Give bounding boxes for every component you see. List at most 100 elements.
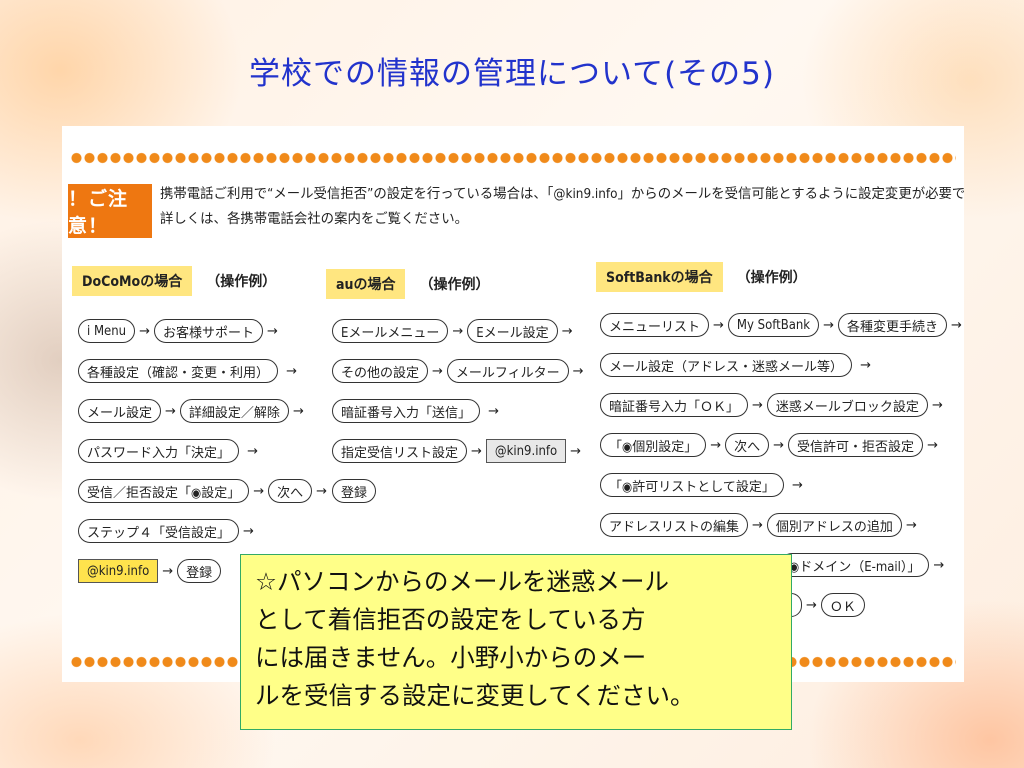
- docomo-step-row: ステップ４「受信設定」→: [78, 518, 331, 544]
- notice-line-2: として着信拒否の設定をしている方: [255, 605, 646, 634]
- docomo-note: （操作例）: [206, 274, 277, 290]
- softbank-note: （操作例）: [736, 270, 807, 286]
- docomo-step-row: パスワード入力「決定」 →: [78, 438, 331, 464]
- notice-line-1: ☆パソコンからのメールを迷惑メール: [255, 567, 669, 596]
- au-step-register[interactable]: 登録: [332, 479, 377, 503]
- softbank-step-spam-block[interactable]: 迷惑メールブロック設定: [766, 393, 928, 417]
- arrow-right-icon: →: [282, 363, 298, 379]
- au-step-pin[interactable]: 暗証番号入力「送信」: [332, 399, 481, 423]
- softbank-label: SoftBankの場合: [596, 262, 723, 292]
- au-step-email-settings[interactable]: Eメール設定: [467, 319, 558, 343]
- arrow-right-icon: →: [752, 397, 763, 413]
- arrow-right-icon: →: [253, 483, 265, 499]
- arrow-right-icon: →: [162, 563, 174, 579]
- softbank-step-row: メール設定（アドレス・迷惑メール等） →: [600, 352, 964, 378]
- softbank-step-row: ◉ドメイン（E-mail）」→: [600, 552, 964, 578]
- au-step-row: Eメールメニュー→ Eメール設定→: [332, 318, 588, 344]
- au-step-mail-filter[interactable]: メールフィルター: [446, 359, 569, 383]
- docomo-step-row: i Menu→ お客様サポート→: [78, 318, 331, 344]
- docomo-step-support[interactable]: お客様サポート: [154, 319, 264, 343]
- docomo-step-row: 受信／拒否設定「◉設定」→ 次へ→: [78, 478, 331, 504]
- softbank-step-address-list[interactable]: アドレスリストの編集: [600, 513, 749, 537]
- softbank-step-menu-list[interactable]: メニューリスト: [600, 313, 710, 337]
- caution-text: 携帯電話ご利用で“メール受信拒否”の設定を行っている場合は、「@kin9.inf…: [160, 182, 964, 232]
- docomo-header: DoCoMoの場合 （操作例）: [72, 266, 276, 296]
- arrow-right-icon: →: [752, 517, 763, 533]
- softbank-step-row: メニューリスト→ My SoftBank→ 各種変更手続き→: [600, 312, 964, 338]
- arrow-right-icon: →: [710, 437, 722, 453]
- arrow-right-icon: →: [905, 517, 917, 533]
- au-step-email-menu[interactable]: Eメールメニュー: [332, 319, 449, 343]
- caution-badge: ！ご注意！: [68, 184, 152, 238]
- docomo-label: DoCoMoの場合: [72, 266, 193, 296]
- arrow-right-icon: →: [773, 437, 785, 453]
- softbank-steps: メニューリスト→ My SoftBank→ 各種変更手続き→ メール設定（アドレ…: [600, 312, 964, 632]
- docomo-step-step4[interactable]: ステップ４「受信設定」: [78, 519, 240, 543]
- slide-title: 学校での情報の管理について(その5): [249, 56, 775, 92]
- arrow-right-icon: →: [471, 443, 482, 459]
- arrow-right-icon: →: [931, 397, 943, 413]
- docomo-step-password[interactable]: パスワード入力「決定」: [78, 439, 240, 463]
- docomo-step-settings[interactable]: 各種設定（確認・変更・利用）: [78, 359, 279, 383]
- au-label: auの場合: [326, 269, 406, 299]
- docomo-step-receive-reject[interactable]: 受信／拒否設定「◉設定」: [78, 479, 250, 503]
- softbank-step-add-address[interactable]: 個別アドレスの追加: [766, 513, 902, 537]
- au-note: （操作例）: [419, 277, 490, 293]
- docomo-step-register[interactable]: 登録: [177, 559, 222, 583]
- arrow-right-icon: →: [823, 317, 834, 333]
- softbank-step-row: アドレスリストの編集→ 個別アドレスの追加→: [600, 512, 964, 538]
- au-step-domain[interactable]: @kin9.info: [485, 439, 567, 463]
- softbank-step-row: 「◉許可リストとして設定」 →: [600, 472, 964, 498]
- au-step-row: 登録: [332, 478, 588, 504]
- arrow-right-icon: →: [933, 557, 945, 573]
- softbank-step-my-softbank[interactable]: My SoftBank: [727, 313, 820, 337]
- softbank-step-individual[interactable]: 「◉個別設定」: [600, 433, 707, 457]
- softbank-step-next[interactable]: 次へ: [725, 433, 770, 457]
- arrow-right-icon: →: [806, 597, 817, 613]
- caution-line-1: 携帯電話ご利用で“メール受信拒否”の設定を行っている場合は、「@kin9.inf…: [160, 187, 964, 202]
- notice-line-4: ルを受信する設定に変更してください。: [255, 681, 695, 710]
- arrow-right-icon: →: [432, 363, 443, 379]
- softbank-header: SoftBankの場合 （操作例）: [596, 262, 807, 292]
- caution-line-2: 詳しくは、各携帯電話会社の案内をご覧ください。: [160, 212, 468, 227]
- docomo-steps: i Menu→ お客様サポート→ 各種設定（確認・変更・利用） → メール設定→…: [78, 318, 331, 598]
- softbank-step-row: 暗証番号入力「ＯＫ」→ 迷惑メールブロック設定→: [600, 392, 964, 418]
- arrow-right-icon: →: [316, 483, 328, 499]
- softbank-step-pin[interactable]: 暗証番号入力「ＯＫ」: [600, 393, 749, 417]
- docomo-step-domain[interactable]: @kin9.info: [78, 559, 159, 583]
- softbank-step-mail-settings[interactable]: メール設定（アドレス・迷惑メール等）: [600, 353, 853, 377]
- softbank-step-domain[interactable]: ◉ドメイン（E-mail）」: [780, 553, 930, 577]
- au-steps: Eメールメニュー→ Eメール設定→ その他の設定→ メールフィルター→ 暗証番号…: [332, 318, 588, 518]
- softbank-step-allow-reject[interactable]: 受信許可・拒否設定: [788, 433, 924, 457]
- arrow-right-icon: →: [267, 323, 278, 339]
- arrow-right-icon: →: [139, 323, 150, 339]
- arrow-right-icon: →: [570, 443, 582, 459]
- docomo-step-mail-settings[interactable]: メール設定: [78, 399, 162, 423]
- arrow-right-icon: →: [484, 403, 500, 419]
- arrow-right-icon: →: [787, 477, 803, 493]
- notice-line-3: には届きません。小野小からのメー: [255, 643, 647, 672]
- docomo-step-row: 各種設定（確認・変更・利用） →: [78, 358, 331, 384]
- au-step-other-settings[interactable]: その他の設定: [332, 359, 429, 383]
- docomo-step-detail-settings[interactable]: 詳細設定／解除: [179, 399, 289, 423]
- arrow-right-icon: →: [561, 323, 573, 339]
- docomo-step-row: @kin9.info→ 登録: [78, 558, 331, 584]
- au-step-row: 暗証番号入力「送信」 →: [332, 398, 588, 424]
- au-step-row: 指定受信リスト設定→ @kin9.info→: [332, 438, 588, 464]
- arrow-right-icon: →: [292, 403, 304, 419]
- arrow-right-icon: →: [951, 317, 962, 333]
- docomo-step-next[interactable]: 次へ: [268, 479, 313, 503]
- au-header: auの場合 （操作例）: [326, 269, 489, 299]
- dot-border-top: [70, 150, 956, 166]
- softbank-step-ok[interactable]: ＯＫ: [820, 593, 865, 617]
- docomo-step-imenu[interactable]: i Menu: [78, 319, 136, 343]
- au-step-allow-list[interactable]: 指定受信リスト設定: [332, 439, 468, 463]
- arrow-right-icon: →: [927, 437, 938, 453]
- notice-callout: ☆パソコンからのメールを迷惑メール として着信拒否の設定をしている方 には届きま…: [240, 554, 792, 730]
- arrow-right-icon: →: [713, 317, 724, 333]
- arrow-right-icon: →: [572, 363, 584, 379]
- softbank-step-change-procedures[interactable]: 各種変更手続き: [837, 313, 947, 337]
- arrow-right-icon: →: [243, 523, 254, 539]
- softbank-step-allow-list[interactable]: 「◉許可リストとして設定」: [600, 473, 784, 497]
- arrow-right-icon: →: [452, 323, 464, 339]
